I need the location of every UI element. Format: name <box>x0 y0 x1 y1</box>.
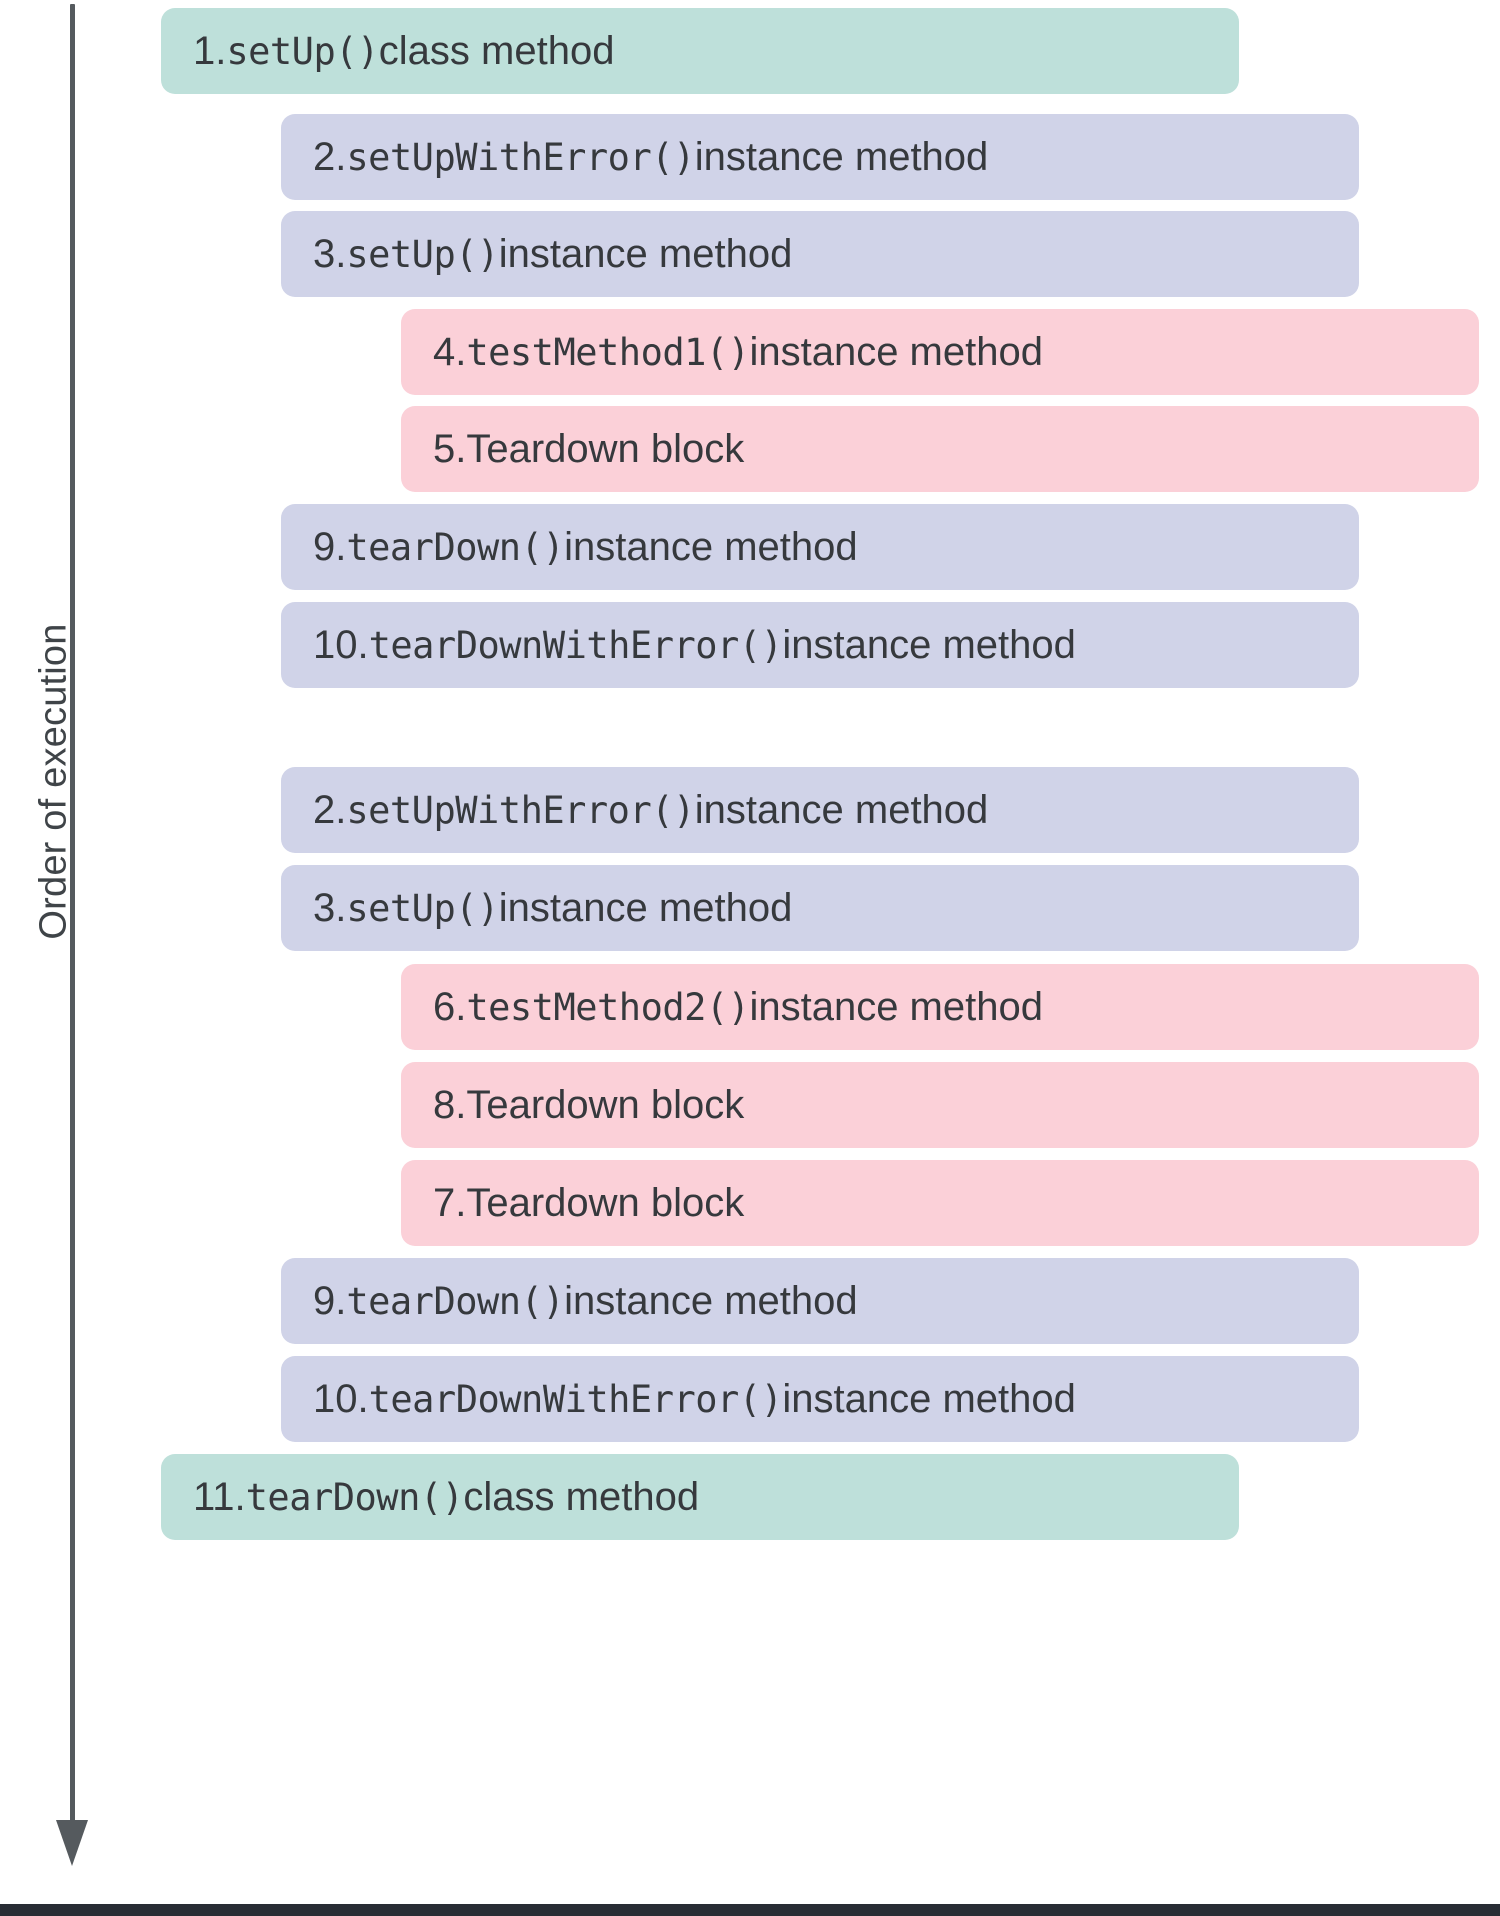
step-description: instance method <box>498 885 793 930</box>
step-description: Teardown block <box>466 426 745 471</box>
step-number: 1. <box>193 28 227 73</box>
execution-step-box: 9. tearDown() instance method <box>281 1258 1359 1344</box>
step-number: 10. <box>313 1376 369 1421</box>
step-code-identifier: tearDownWithError() <box>368 623 783 667</box>
step-number: 3. <box>313 885 347 930</box>
execution-step-box: 10. tearDownWithError() instance method <box>281 602 1359 688</box>
step-description: instance method <box>749 984 1043 1029</box>
step-number: 11. <box>193 1474 246 1519</box>
execution-step-box: 10. tearDownWithError() instance method <box>281 1356 1359 1442</box>
step-code-identifier: setUpWithError() <box>346 135 695 179</box>
step-number: 4. <box>433 329 467 374</box>
step-number: 3. <box>313 231 347 276</box>
step-description: class method <box>463 1474 700 1519</box>
step-code-identifier: tearDown() <box>245 1475 464 1519</box>
bottom-chrome-bar <box>0 1904 1500 1916</box>
execution-step-box: 11. tearDown() class method <box>161 1454 1239 1540</box>
step-description: instance method <box>749 329 1043 374</box>
order-of-execution-label: Order of execution <box>32 623 75 940</box>
execution-step-box: 6. testMethod2() instance method <box>401 964 1479 1050</box>
step-code-identifier: setUp() <box>346 886 499 930</box>
step-code-identifier: setUp() <box>226 29 379 73</box>
order-of-execution-arrow-icon <box>56 1820 88 1866</box>
step-description: instance method <box>564 1278 858 1323</box>
execution-step-box: 4. testMethod1() instance method <box>401 309 1479 395</box>
step-code-identifier: tearDownWithError() <box>368 1377 783 1421</box>
step-code-identifier: testMethod2() <box>466 985 750 1029</box>
step-description: instance method <box>694 787 989 832</box>
order-of-execution-axis-line <box>70 4 75 1828</box>
step-description: instance method <box>694 134 989 179</box>
step-description: Teardown block <box>466 1082 745 1127</box>
execution-step-box: 2. setUpWithError() instance method <box>281 767 1359 853</box>
execution-step-box: 1. setUp() class method <box>161 8 1239 94</box>
execution-step-box: 3. setUp() instance method <box>281 865 1359 951</box>
step-description: Teardown block <box>466 1180 745 1225</box>
execution-step-box: 2. setUpWithError() instance method <box>281 114 1359 200</box>
step-number: 9. <box>313 524 347 569</box>
step-number: 2. <box>313 787 347 832</box>
execution-step-box: 3. setUp() instance method <box>281 211 1359 297</box>
step-code-identifier: setUp() <box>346 232 499 276</box>
step-number: 5. <box>433 426 467 471</box>
execution-step-box: 5. Teardown block <box>401 406 1479 492</box>
step-number: 9. <box>313 1278 347 1323</box>
step-number: 2. <box>313 134 347 179</box>
execution-step-box: 9. tearDown() instance method <box>281 504 1359 590</box>
step-description: instance method <box>782 622 1076 667</box>
step-code-identifier: tearDown() <box>346 1279 565 1323</box>
step-number: 6. <box>433 984 467 1029</box>
step-description: class method <box>378 28 615 73</box>
step-description: instance method <box>782 1376 1076 1421</box>
step-number: 8. <box>433 1082 467 1127</box>
step-description: instance method <box>498 231 793 276</box>
step-code-identifier: setUpWithError() <box>346 788 695 832</box>
step-number: 10. <box>313 622 369 667</box>
step-code-identifier: tearDown() <box>346 525 565 569</box>
execution-step-box: 8. Teardown block <box>401 1062 1479 1148</box>
step-code-identifier: testMethod1() <box>466 330 750 374</box>
step-number: 7. <box>433 1180 467 1225</box>
execution-step-box: 7. Teardown block <box>401 1160 1479 1246</box>
step-description: instance method <box>564 524 858 569</box>
